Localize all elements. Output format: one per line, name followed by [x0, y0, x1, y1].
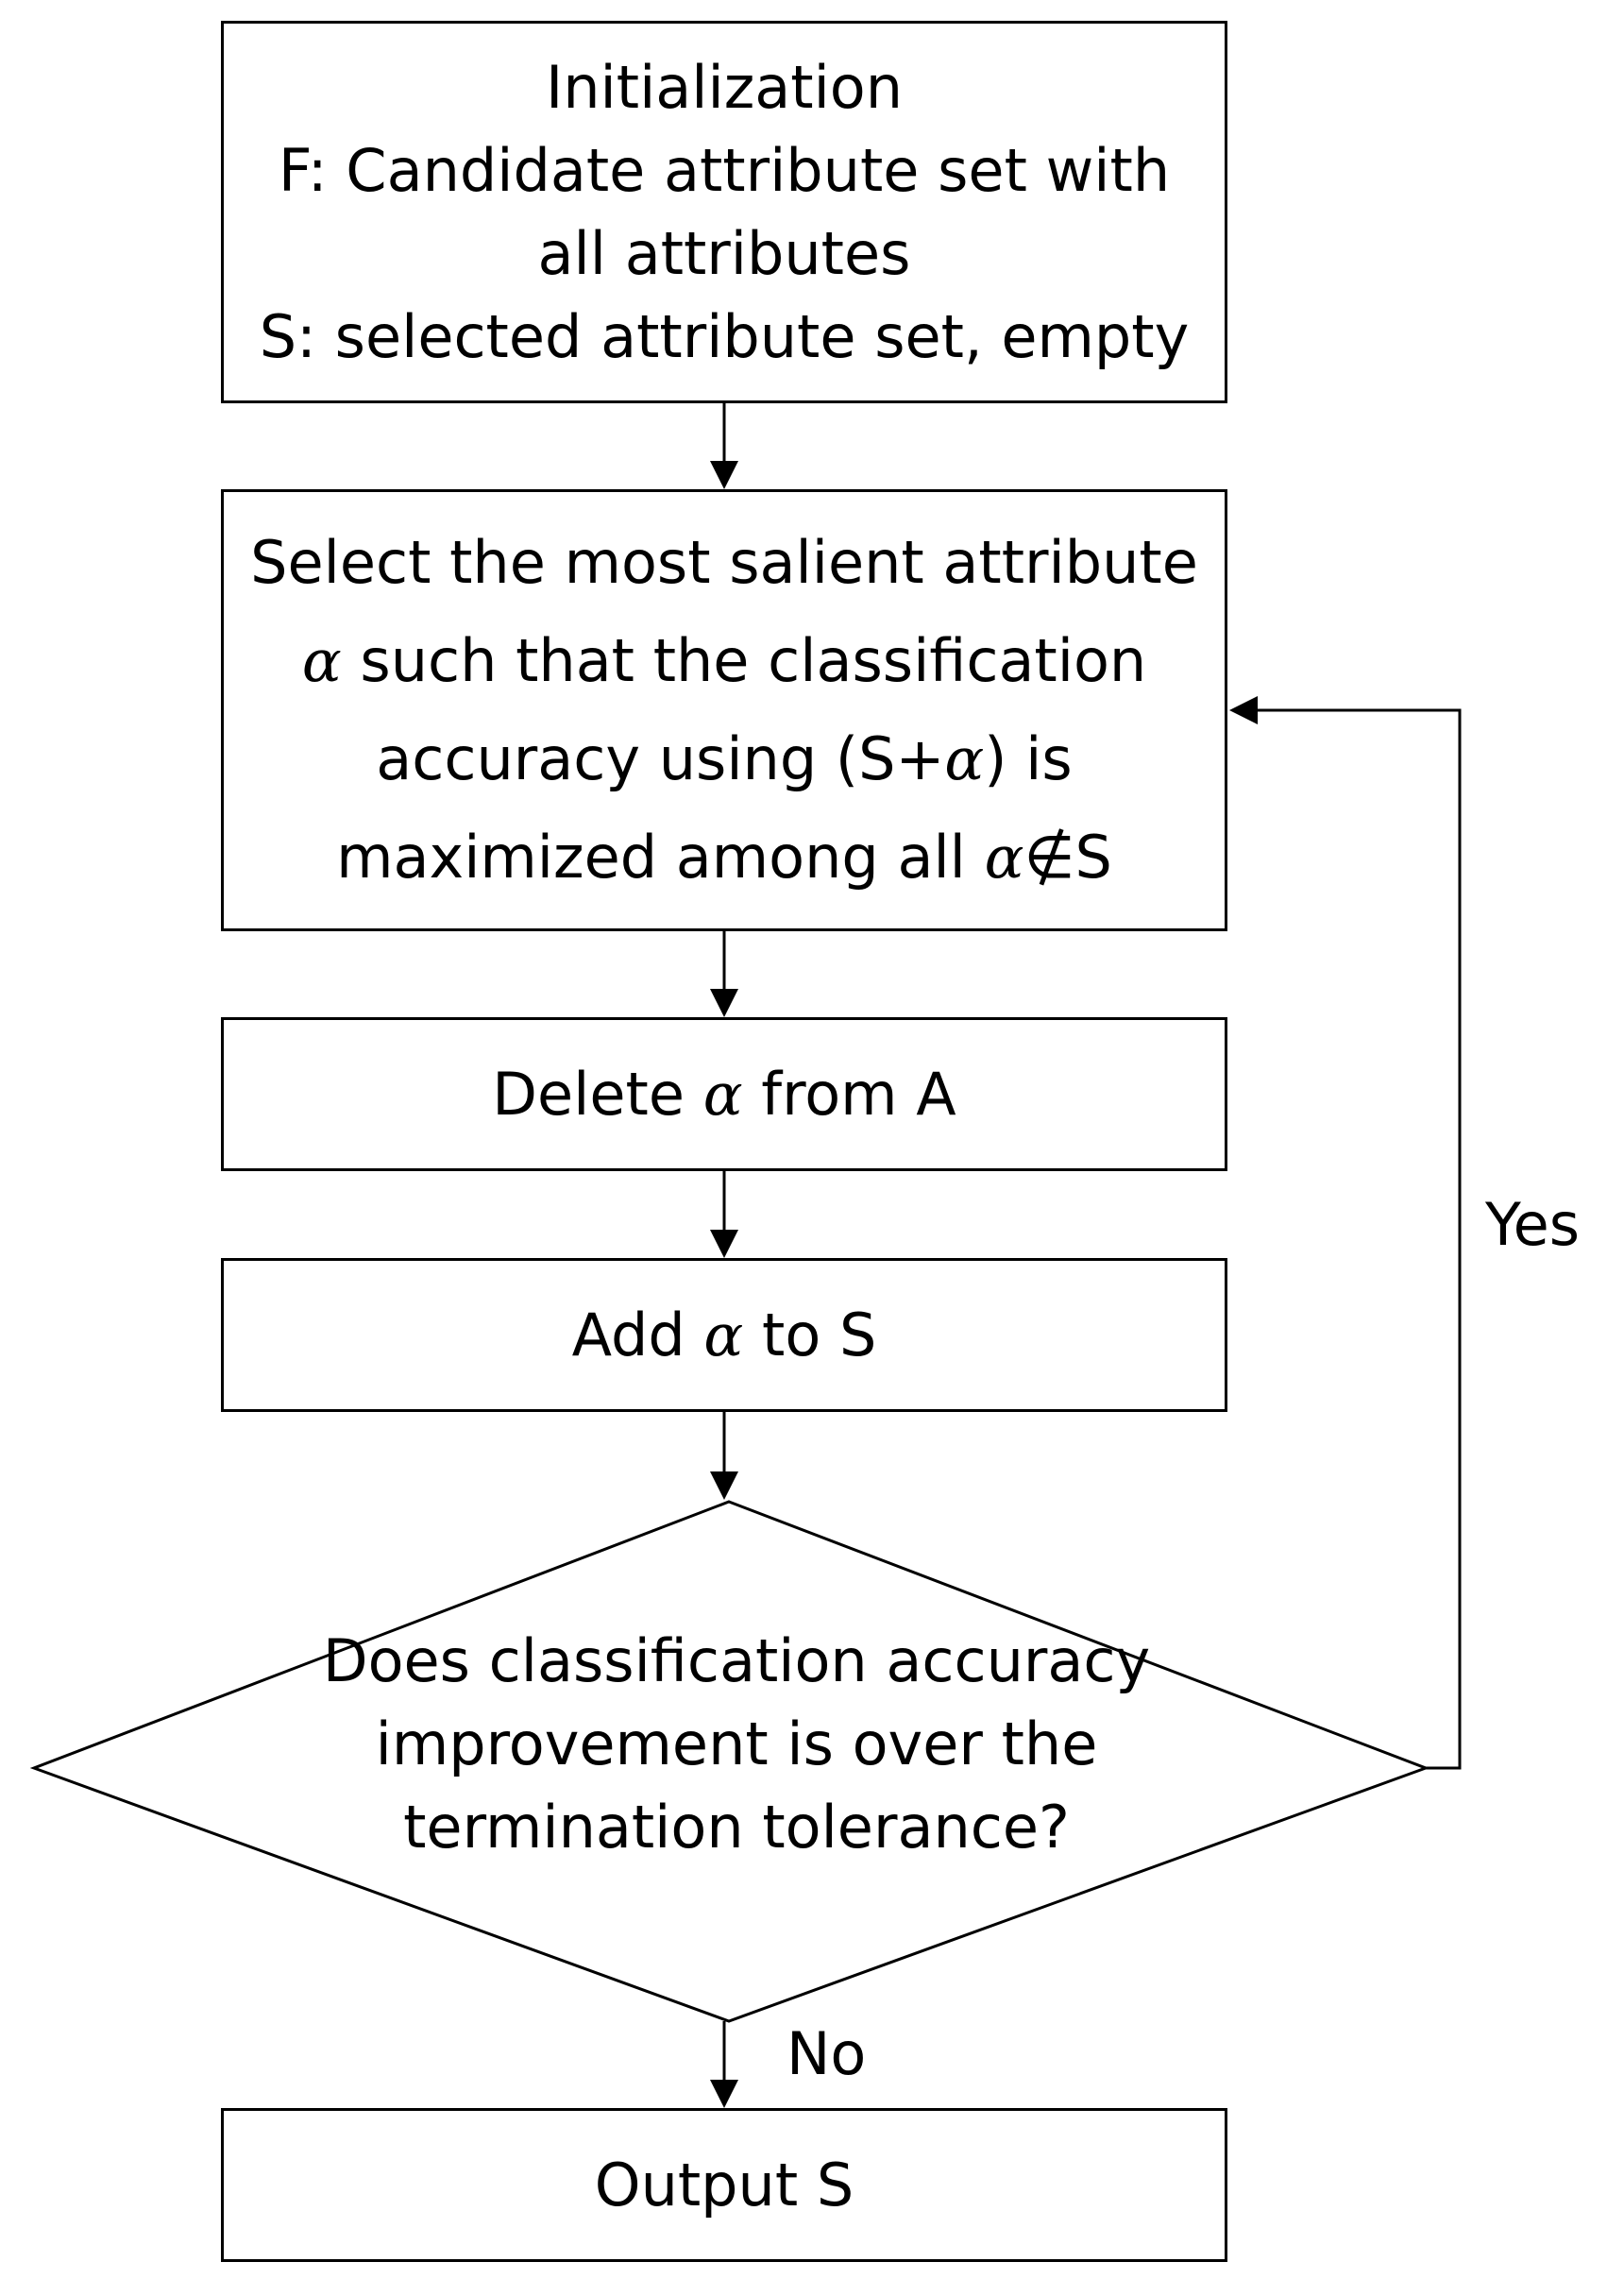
add-pre: Add — [571, 1300, 704, 1369]
add-alpha-box: Add α to S — [221, 1258, 1227, 1412]
arrow-decision-loop-yes — [1256, 708, 1462, 1770]
add-line: Add α to S — [572, 1294, 877, 1377]
select-line-4-post: ∉S — [1023, 823, 1112, 892]
decision-diamond — [29, 1500, 1430, 2023]
delete-alpha-box: Delete α from A — [221, 1017, 1227, 1171]
arrowhead-init-to-select — [710, 461, 738, 489]
init-line-4: S: selected attribute set, empty — [259, 301, 1190, 371]
select-line-1: Select the most salient attribute — [250, 528, 1198, 597]
decision-line-1: Does classification accuracy — [322, 1626, 1151, 1695]
select-line-3-pre: accuracy using (S+ — [376, 724, 945, 793]
arrowhead-select-to-delete — [710, 989, 738, 1017]
select-line-4: maximized among all α∉S — [336, 808, 1112, 907]
delete-pre: Delete — [492, 1059, 703, 1129]
delete-line: Delete α from A — [492, 1053, 956, 1136]
init-line-2: F: Candidate attribute set with — [278, 135, 1171, 205]
select-line-2-text: such that the classification — [341, 626, 1147, 695]
output-box: Output S — [221, 2108, 1227, 2262]
alpha-symbol: α — [984, 823, 1024, 892]
decision-line-2: improvement is over the — [375, 1709, 1098, 1778]
alpha-symbol: α — [703, 1300, 744, 1369]
delete-post: from A — [742, 1059, 956, 1129]
select-line-2: α such that the classification — [302, 612, 1146, 710]
init-line-1: Initialization — [545, 52, 904, 122]
decision-question: Does classification accuracy improvement… — [312, 1620, 1161, 1869]
select-line-4-pre: maximized among all — [336, 823, 985, 892]
alpha-symbol: α — [944, 724, 985, 793]
add-post: to S — [743, 1300, 877, 1369]
arrowhead-delete-to-add — [710, 1230, 738, 1258]
select-line-3: accuracy using (S+α) is — [376, 710, 1072, 808]
no-label: No — [787, 2019, 867, 2088]
alpha-symbol: α — [301, 626, 342, 695]
alpha-symbol: α — [702, 1059, 743, 1129]
select-attribute-box: Select the most salient attribute α such… — [221, 489, 1227, 931]
arrowhead-loop-to-select — [1229, 696, 1258, 724]
decision-line-3: termination tolerance? — [403, 1793, 1070, 1862]
output-text: Output S — [594, 2150, 854, 2219]
yes-label: Yes — [1485, 1190, 1581, 1259]
arrowhead-add-to-decision — [710, 1471, 738, 1500]
arrowhead-decision-to-output — [710, 2080, 738, 2108]
initialization-box: Initialization F: Candidate attribute se… — [221, 21, 1227, 403]
init-line-3: all attributes — [537, 218, 911, 288]
select-line-3-post: ) is — [984, 724, 1073, 793]
